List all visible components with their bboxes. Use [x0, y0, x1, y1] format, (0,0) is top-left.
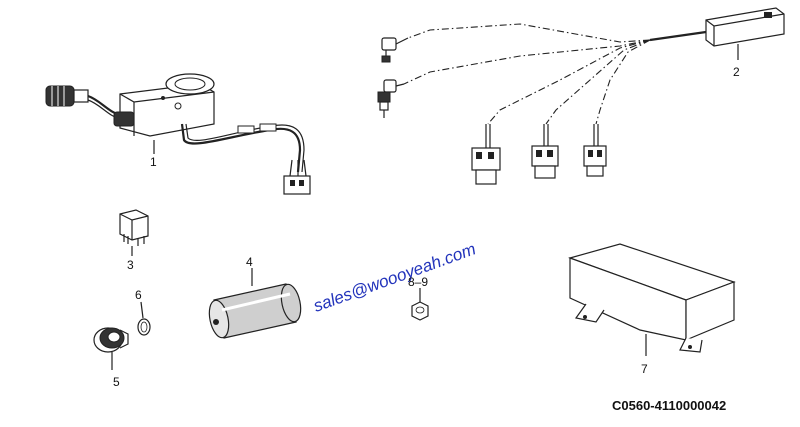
mount-tab-left: [574, 303, 605, 323]
callout-3: 3: [127, 258, 134, 272]
callout-2: 2: [733, 65, 740, 79]
part-4-cylinder: [208, 268, 302, 339]
part-1-handle-switch: [45, 73, 311, 195]
harness-plug-a: [471, 124, 501, 185]
callout-6: 6: [135, 288, 142, 302]
knurled-connector: [45, 85, 75, 107]
part-5-fitting: [93, 327, 129, 370]
part-2-wiring-harness: [377, 7, 785, 185]
box-front: [569, 257, 687, 341]
harness-plug-c: [583, 124, 607, 177]
harness-plug-b: [531, 124, 559, 179]
part-3-relay: [119, 209, 149, 256]
callout-1: 1: [150, 155, 157, 169]
harness-plug: [283, 175, 311, 195]
box-side: [685, 281, 735, 341]
callout-4: 4: [246, 255, 253, 269]
sensor-lower: [383, 79, 397, 93]
callout-5: 5: [113, 375, 120, 389]
part-8-9-nut: [411, 288, 429, 321]
callout-7: 7: [641, 362, 648, 376]
sensor-connector-upper: [381, 37, 397, 51]
drawing-code: C0560-4110000042: [612, 398, 726, 413]
harness-box: [705, 7, 785, 47]
part-7-control-box: [568, 243, 736, 356]
callout-8-9: 8–9: [408, 275, 428, 289]
mount-tab-right: [679, 337, 703, 353]
part-6-o-ring: [137, 301, 151, 336]
watermark-text: sales@woooyeah.com: [311, 239, 478, 315]
